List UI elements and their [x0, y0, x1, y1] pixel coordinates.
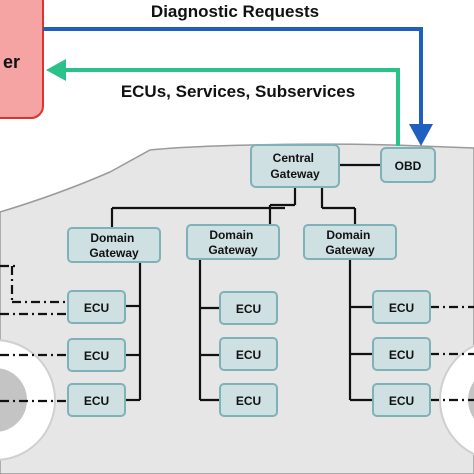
- obd-label: OBD: [395, 159, 422, 173]
- obd-node: OBD: [380, 147, 436, 183]
- domain-gateway-middle-line1: Domain: [209, 228, 253, 242]
- domain-gateway-left-line1: Domain: [90, 231, 134, 245]
- ecu-node: ECU: [219, 291, 278, 325]
- ecu-node: ECU: [219, 337, 278, 371]
- response-arrow: [46, 59, 400, 146]
- ecu-label: ECU: [389, 394, 414, 408]
- ecu-label: ECU: [236, 302, 261, 316]
- central-gateway-line1: Central: [273, 151, 314, 165]
- ecu-label: ECU: [84, 301, 109, 315]
- central-gateway-node: Central Gateway: [250, 144, 340, 188]
- domain-gateway-middle-line2: Gateway: [208, 243, 258, 257]
- tester-box: er: [0, 0, 44, 119]
- tester-label: er: [3, 52, 20, 72]
- ecu-label: ECU: [236, 394, 261, 408]
- ecu-label: ECU: [389, 301, 414, 315]
- diagnostic-request-arrow: [43, 27, 433, 146]
- ecu-node: ECU: [372, 290, 431, 324]
- ecu-node: ECU: [219, 383, 278, 417]
- central-gateway-line2: Gateway: [270, 167, 320, 181]
- svg-text:Domain Gateway: Domain Gateway: [325, 228, 375, 257]
- ecu-node: ECU: [372, 383, 431, 417]
- ecu-node: ECU: [372, 337, 431, 371]
- svg-text:Domain Gateway: Domain Gateway: [208, 228, 258, 257]
- domain-gateway-right-line2: Gateway: [325, 243, 375, 257]
- ecu-label: ECU: [389, 348, 414, 362]
- ecu-label: ECU: [84, 349, 109, 363]
- domain-gateway-right: Domain Gateway: [303, 224, 397, 260]
- diagnostic-requests-label: Diagnostic Requests: [151, 2, 319, 21]
- ecu-node: ECU: [67, 290, 126, 324]
- svg-text:Domain Gateway: Domain Gateway: [89, 231, 139, 260]
- ecu-label: ECU: [84, 394, 109, 408]
- domain-gateway-middle: Domain Gateway: [186, 224, 280, 260]
- svg-text:Central Gateway: Central Gateway: [270, 151, 320, 181]
- truncated-links: [0, 264, 474, 403]
- ecu-label: ECU: [236, 348, 261, 362]
- ecu-node: ECU: [67, 383, 126, 417]
- domain-gateway-left-line2: Gateway: [89, 246, 139, 260]
- domain-gateway-right-line1: Domain: [326, 228, 370, 242]
- wiring: [110, 163, 381, 402]
- response-label: ECUs, Services, Subservices: [121, 82, 355, 101]
- ecu-node: ECU: [67, 338, 126, 372]
- domain-gateway-left: Domain Gateway: [67, 227, 161, 263]
